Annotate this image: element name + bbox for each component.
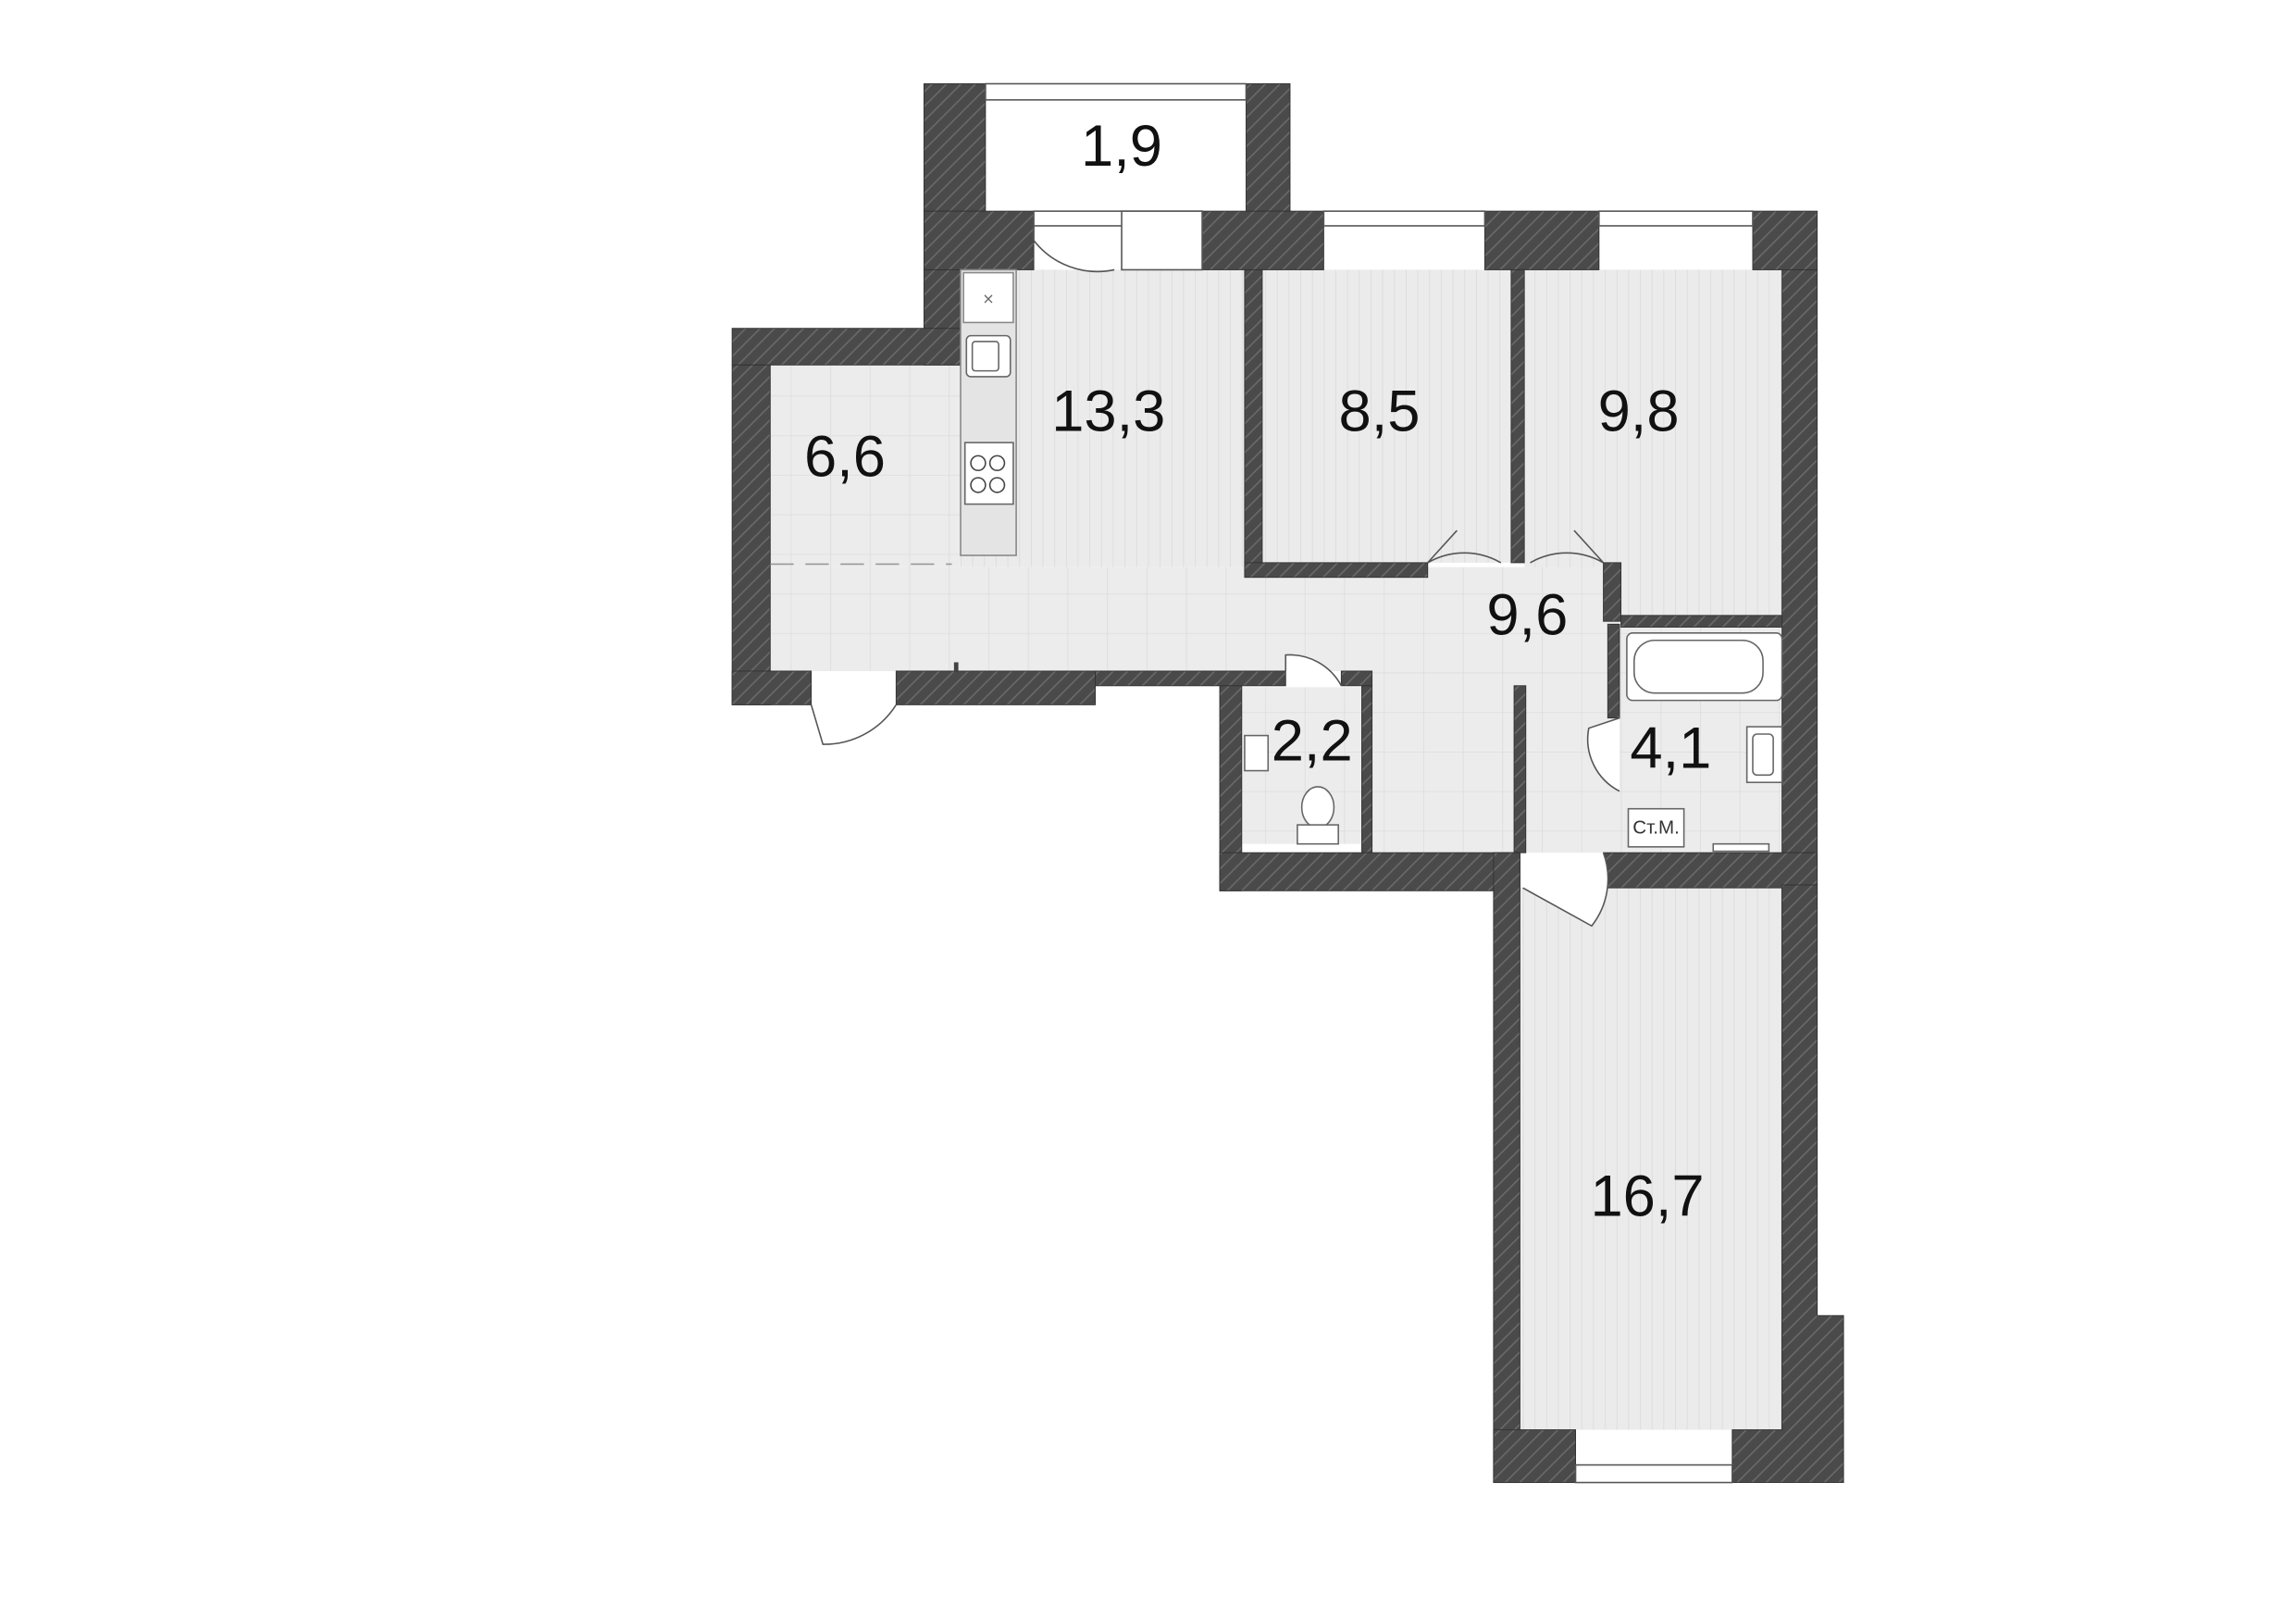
wall-bedroom-right-bottom <box>1603 562 1622 622</box>
wall-top-right <box>1752 210 1818 270</box>
washing-machine-label: Ст.М. <box>1632 817 1680 839</box>
floor-balcony <box>985 99 1247 212</box>
room-dining-area: 6,6 <box>804 425 886 490</box>
sink-basin-icon <box>971 341 999 372</box>
wall-lower-top <box>1095 670 1286 687</box>
wall-kitchen-top-right <box>1201 210 1324 270</box>
fridge <box>962 271 1014 324</box>
wall-hall-divider <box>1513 685 1527 853</box>
door-balcony <box>1033 225 1115 273</box>
floor-living <box>1520 888 1782 1430</box>
toilet-icon <box>1300 786 1335 829</box>
wc-sink <box>1244 734 1270 772</box>
wall-dining-top <box>731 328 962 366</box>
bathtub <box>1626 632 1783 702</box>
toilet-tank-icon <box>1297 824 1339 845</box>
wall-right-upper <box>1781 268 1818 886</box>
wall-wc-right <box>1361 685 1373 853</box>
door-entry <box>810 704 898 745</box>
wall-living-left <box>1493 852 1520 1484</box>
stove-burner-icon <box>970 477 987 493</box>
window-bedroom-small <box>1322 210 1486 227</box>
room-kitchen-area: 13,3 <box>1051 379 1165 443</box>
stove-burner-icon <box>988 455 1006 471</box>
wall-bath-left <box>1607 623 1620 719</box>
wall-bedroom-divider <box>1510 268 1525 564</box>
floor-bedroom-small <box>1261 269 1511 563</box>
room-bathroom-area: 4,1 <box>1630 716 1711 780</box>
room-bedroom-small-area: 8,5 <box>1339 379 1421 443</box>
bath-sink-basin-icon <box>1752 733 1774 777</box>
door-balcony-leaf <box>1121 210 1203 271</box>
window-balcony <box>985 82 1247 101</box>
door-wc <box>1285 654 1343 687</box>
wall-living-bottom-left <box>1493 1429 1576 1484</box>
wall-kitchen-divider <box>1244 268 1263 568</box>
room-living-area: 16,7 <box>1590 1164 1704 1229</box>
walls <box>731 83 1844 1484</box>
room-hall-area: 9,6 <box>1486 582 1568 647</box>
wall-bedroom-right-bottom-h <box>1620 615 1783 628</box>
stove-burner-icon <box>988 477 1006 493</box>
wall-entry-right <box>895 670 1097 705</box>
fridge-icon: × <box>982 290 994 307</box>
wall-top-mid <box>1483 210 1600 270</box>
window-bedroom-right <box>1598 210 1754 227</box>
wall-left <box>731 364 771 705</box>
wall-kitchen-top-left <box>923 210 1035 270</box>
door-bathroom <box>1586 716 1620 792</box>
floors <box>770 99 1782 1430</box>
wall-entry-left <box>731 670 813 705</box>
door-bedroom-right <box>1530 529 1605 564</box>
stove <box>963 442 1014 505</box>
doors <box>770 210 1620 928</box>
kitchen-fixtures: × <box>960 268 1017 556</box>
floor-hall <box>770 567 1620 671</box>
radiator <box>1712 842 1770 853</box>
room-wc-area: 2,2 <box>1272 708 1353 773</box>
window-living <box>1574 1463 1733 1484</box>
room-bedroom-right-area: 9,8 <box>1598 379 1680 443</box>
wall-bottom-left <box>1219 852 1520 891</box>
room-labels: 1,9 13,3 8,5 9,8 6,6 9,6 2,2 4,1 16,7 <box>804 114 1711 1228</box>
wall-wc-right-top <box>1340 670 1373 687</box>
wall-bath-bottom <box>1603 852 1818 889</box>
room-balcony-area: 1,9 <box>1081 114 1162 179</box>
bathtub-inner-icon <box>1633 639 1764 694</box>
stove-burner-icon <box>970 455 987 471</box>
washing-machine <box>1627 807 1685 848</box>
door-bedroom-small <box>1427 529 1502 564</box>
floor-bedroom-right <box>1524 269 1782 622</box>
door-living <box>1522 852 1609 928</box>
wall-bedroom-small-bottom <box>1244 562 1429 579</box>
floor-dining <box>770 365 961 567</box>
floor-hall-lower <box>1371 670 1620 853</box>
bath-fixtures: Ст.М. <box>1244 632 1783 853</box>
wall-balcony-right <box>1246 83 1291 212</box>
wall-balcony-left <box>923 83 987 212</box>
